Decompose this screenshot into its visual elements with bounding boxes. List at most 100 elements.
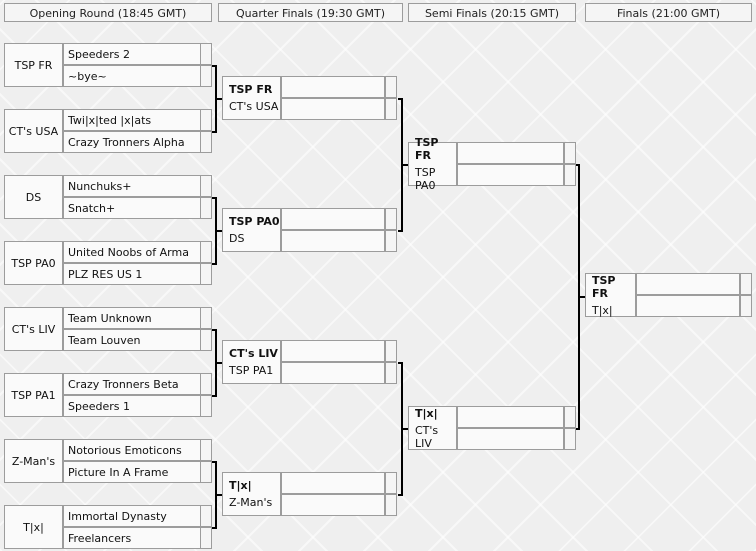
quarter-seed: TSP FR CT's USA <box>222 76 281 120</box>
semi-seed: TSP FR TSP PA0 <box>408 136 457 192</box>
quarter-seed: CT's LIV TSP PA1 <box>222 340 281 384</box>
quarter-loser: DS <box>229 232 245 245</box>
semi-score2 <box>564 428 576 450</box>
quarter-match: TSP PA0 DS <box>222 208 397 252</box>
quarter-score2 <box>385 98 397 120</box>
opening-team1[interactable]: Crazy Tronners Beta <box>63 373 201 395</box>
quarter-slot1[interactable] <box>281 340 385 362</box>
semi-seed: T|x| CT's LIV <box>408 406 457 450</box>
semi-slot2[interactable] <box>457 164 564 186</box>
final-score2 <box>740 295 752 317</box>
quarter-score1 <box>385 340 397 362</box>
opening-team1[interactable]: Notorious Emoticons <box>63 439 201 461</box>
quarter-match: T|x| Z-Man's <box>222 472 397 516</box>
bracket-connector <box>212 329 217 331</box>
final-slot2[interactable] <box>636 295 740 317</box>
opening-match: TSP PA0 United Noobs of Arma PLZ RES US … <box>4 241 212 285</box>
quarter-match: TSP FR CT's USA <box>222 76 397 120</box>
semi-slot2[interactable] <box>457 428 564 450</box>
opening-score2 <box>200 461 212 483</box>
quarter-seed: TSP PA0 DS <box>222 208 281 252</box>
opening-team2[interactable]: Crazy Tronners Alpha <box>63 131 201 153</box>
final-winner: TSP FR <box>592 273 616 300</box>
semi-score2 <box>564 164 576 186</box>
opening-team2[interactable]: Picture In A Frame <box>63 461 201 483</box>
quarter-score1 <box>385 208 397 230</box>
bracket-connector <box>398 98 403 100</box>
opening-score1 <box>200 175 212 197</box>
quarter-slot1[interactable] <box>281 76 385 98</box>
opening-match: T|x| Immortal Dynasty Freelancers <box>4 505 212 549</box>
opening-seed: DS <box>4 175 63 219</box>
final-loser: T|x| <box>592 303 613 317</box>
opening-seed: TSP PA0 <box>4 241 63 285</box>
bracket-connector <box>401 428 408 430</box>
opening-team1[interactable]: Twi|x|ted |x|ats <box>63 109 201 131</box>
opening-team2[interactable]: PLZ RES US 1 <box>63 263 201 285</box>
bracket-connector <box>212 65 217 67</box>
opening-match: Z-Man's Notorious Emoticons Picture In A… <box>4 439 212 483</box>
opening-score1 <box>200 439 212 461</box>
opening-match: DS Nunchuks+ Snatch+ <box>4 175 212 219</box>
opening-score2 <box>200 263 212 285</box>
opening-team2[interactable]: Freelancers <box>63 527 201 549</box>
opening-team2[interactable]: Speeders 1 <box>63 395 201 417</box>
quarter-slot2[interactable] <box>281 98 385 120</box>
quarter-score1 <box>385 472 397 494</box>
opening-team1[interactable]: Speeders 2 <box>63 43 201 65</box>
opening-team2[interactable]: Snatch+ <box>63 197 201 219</box>
opening-match: CT's LIV Team Unknown Team Louven <box>4 307 212 351</box>
final-slot1[interactable] <box>636 273 740 295</box>
opening-match: TSP FR Speeders 2 ~bye~ <box>4 43 212 87</box>
opening-score1 <box>200 109 212 131</box>
final-match: TSP FR T|x| <box>585 273 752 317</box>
opening-score1 <box>200 43 212 65</box>
opening-score1 <box>200 373 212 395</box>
quarter-score2 <box>385 230 397 252</box>
semi-score1 <box>564 142 576 164</box>
quarter-slot2[interactable] <box>281 362 385 384</box>
opening-seed: CT's LIV <box>4 307 63 351</box>
round-header-quarter-finals: Quarter Finals (19:30 GMT) <box>218 3 403 22</box>
opening-score2 <box>200 65 212 87</box>
opening-team2[interactable]: Team Louven <box>63 329 201 351</box>
round-header-finals: Finals (21:00 GMT) <box>585 3 752 22</box>
quarter-winner: CT's LIV <box>229 347 278 360</box>
quarter-score1 <box>385 76 397 98</box>
bracket-connector <box>212 527 217 529</box>
bracket-connector <box>215 362 222 364</box>
quarter-slot1[interactable] <box>281 208 385 230</box>
quarter-loser: TSP PA1 <box>229 364 274 377</box>
bracket-connector <box>215 230 222 232</box>
quarter-score2 <box>385 362 397 384</box>
opening-seed: TSP PA1 <box>4 373 63 417</box>
opening-team1[interactable]: Nunchuks+ <box>63 175 201 197</box>
bracket-connector <box>578 296 585 298</box>
opening-team1[interactable]: United Noobs of Arma <box>63 241 201 263</box>
semi-winner: TSP FR <box>415 136 439 162</box>
semi-slot1[interactable] <box>457 406 564 428</box>
semi-match: TSP FR TSP PA0 <box>408 136 576 192</box>
quarter-match: CT's LIV TSP PA1 <box>222 340 397 384</box>
bracket-connector <box>398 494 403 496</box>
bracket-connector <box>212 197 217 199</box>
opening-match: TSP PA1 Crazy Tronners Beta Speeders 1 <box>4 373 212 417</box>
bracket-connector <box>215 98 222 100</box>
opening-score1 <box>200 307 212 329</box>
round-header-semi-finals: Semi Finals (20:15 GMT) <box>408 3 576 22</box>
semi-slot1[interactable] <box>457 142 564 164</box>
bracket-connector <box>212 395 217 397</box>
bracket-connector <box>398 362 403 364</box>
quarter-slot2[interactable] <box>281 230 385 252</box>
semi-match: T|x| CT's LIV <box>408 406 576 450</box>
bracket-connector <box>212 263 217 265</box>
opening-score2 <box>200 527 212 549</box>
semi-loser: CT's LIV <box>415 423 439 450</box>
opening-seed: T|x| <box>4 505 63 549</box>
opening-team1[interactable]: Team Unknown <box>63 307 201 329</box>
quarter-slot2[interactable] <box>281 494 385 516</box>
opening-team1[interactable]: Immortal Dynasty <box>63 505 201 527</box>
opening-score2 <box>200 131 212 153</box>
quarter-slot1[interactable] <box>281 472 385 494</box>
opening-team2[interactable]: ~bye~ <box>63 65 201 87</box>
